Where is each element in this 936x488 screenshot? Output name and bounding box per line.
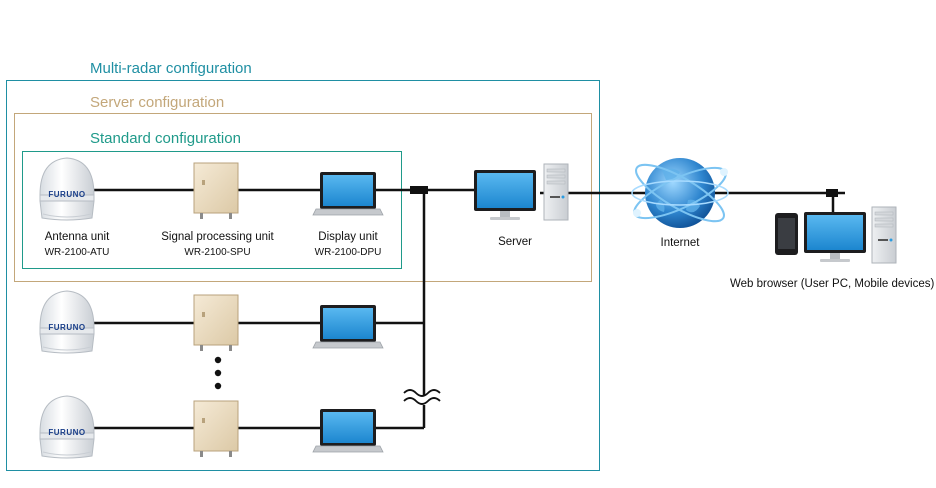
spu-label: Signal processing unit WR-2100-SPU bbox=[145, 230, 290, 260]
antenna-brand: FURUNO bbox=[48, 323, 86, 332]
more-units-dots bbox=[214, 356, 222, 390]
antenna-brand: FURUNO bbox=[48, 190, 86, 199]
display-unit-label: Display unit WR-2100-DPU bbox=[298, 230, 398, 260]
bus-connector bbox=[410, 186, 428, 194]
spu-model: WR-2100-SPU bbox=[184, 247, 251, 258]
standard-config-frame bbox=[22, 151, 402, 269]
standard-config-title: Standard configuration bbox=[90, 130, 241, 147]
server-config-frame bbox=[14, 113, 592, 282]
browser-connector bbox=[826, 189, 838, 197]
line-break-symbol bbox=[403, 389, 441, 405]
signal-processing-unit-icon bbox=[193, 294, 239, 352]
server-config-title: Server configuration bbox=[90, 94, 225, 111]
display-unit-name: Display unit bbox=[318, 231, 378, 243]
signal-processing-unit-icon bbox=[193, 400, 239, 458]
spu-name: Signal processing unit bbox=[161, 231, 274, 243]
display-unit-model: WR-2100-DPU bbox=[314, 247, 382, 258]
display-unit-icon bbox=[312, 408, 384, 453]
user-pc-tower-icon bbox=[871, 206, 897, 264]
signal-processing-unit-icon bbox=[193, 162, 239, 220]
multi-radar-frame bbox=[6, 80, 600, 471]
mobile-device-icon bbox=[775, 213, 798, 255]
display-unit-icon bbox=[312, 171, 384, 216]
antenna-unit-name: Antenna unit bbox=[44, 231, 110, 243]
server-tower-icon bbox=[543, 163, 569, 221]
antenna-brand: FURUNO bbox=[48, 428, 86, 437]
antenna-unit-label: Antenna unit WR-2100-ATU bbox=[22, 230, 132, 260]
internet-globe-icon bbox=[631, 158, 729, 228]
antenna-unit-model: WR-2100-ATU bbox=[44, 247, 110, 258]
multi-radar-title: Multi-radar configuration bbox=[90, 60, 252, 77]
server-label: Server bbox=[498, 236, 532, 248]
server-monitor-icon bbox=[474, 170, 536, 220]
display-unit-icon bbox=[312, 304, 384, 349]
web-browser-label: Web browser (User PC, Mobile devices) bbox=[730, 278, 935, 290]
internet-label: Internet bbox=[660, 237, 700, 249]
user-pc-monitor-icon bbox=[804, 212, 866, 262]
